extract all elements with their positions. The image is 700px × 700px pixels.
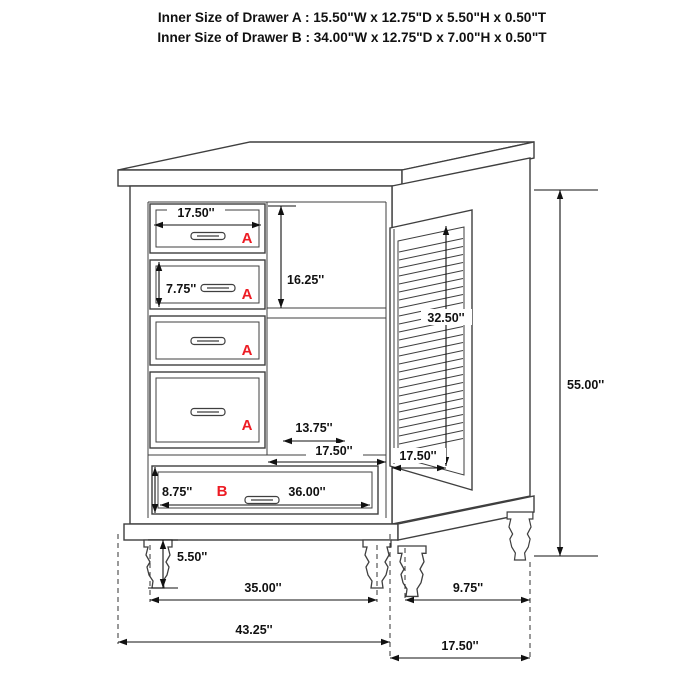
svg-text:5.50'': 5.50'' bbox=[177, 550, 207, 564]
drawer-handle-icon bbox=[190, 231, 226, 241]
dim-upper-section-height: 16.25'' bbox=[268, 205, 332, 308]
dim-foot-height: 5.50'' bbox=[148, 539, 207, 589]
svg-text:43.25'': 43.25'' bbox=[235, 623, 272, 637]
dim-door-width: 17.50'' bbox=[391, 448, 446, 472]
interior-shelf bbox=[267, 307, 386, 319]
extension-lines bbox=[117, 534, 531, 660]
drawer-b-inner-size-note: Inner Size of Drawer B : 34.00"W x 12.75… bbox=[157, 30, 547, 45]
dim-drawer-b-height: 8.75'' bbox=[151, 467, 192, 513]
svg-text:16.25'': 16.25'' bbox=[287, 273, 324, 287]
svg-text:55.00'': 55.00'' bbox=[567, 378, 604, 392]
dim-door-opening-height: 32.50'' bbox=[421, 226, 472, 466]
drawer-handle-icon bbox=[190, 336, 226, 346]
dim-overall-width: 43.25'' bbox=[118, 623, 390, 646]
svg-text:17.50'': 17.50'' bbox=[441, 639, 478, 653]
drawer-a1-label: A bbox=[242, 230, 253, 247]
svg-text:17.50'': 17.50'' bbox=[315, 444, 352, 458]
dim-drawer-a-width: 17.50'' bbox=[154, 206, 261, 229]
dim-drawer-b-width: 36.00'' bbox=[160, 484, 370, 509]
drawer-a2-label: A bbox=[242, 286, 253, 303]
dim-shelf-depth: 13.75'' bbox=[283, 421, 345, 445]
dim-opening-width: 17.50'' bbox=[268, 443, 386, 466]
svg-text:7.75'': 7.75'' bbox=[166, 282, 196, 296]
cabinet-top bbox=[117, 141, 535, 187]
drawer-a-inner-size-note: Inner Size of Drawer A : 15.50"W x 12.75… bbox=[158, 10, 547, 25]
dim-overall-height: 55.00'' bbox=[534, 189, 604, 557]
svg-text:9.75'': 9.75'' bbox=[453, 581, 483, 595]
base-molding bbox=[123, 495, 535, 541]
drawer-handle-icon bbox=[244, 495, 280, 505]
drawer-a4-label: A bbox=[242, 417, 253, 434]
svg-text:35.00'': 35.00'' bbox=[244, 581, 281, 595]
foot-side-front bbox=[397, 545, 427, 598]
drawer-a-3: A bbox=[149, 315, 266, 366]
drawer-a-2: A bbox=[149, 259, 266, 310]
foot-front-left bbox=[143, 539, 173, 589]
drawer-a-4: A bbox=[149, 371, 266, 449]
dim-side-feet-span: 9.75'' bbox=[405, 581, 530, 604]
svg-text:13.75'': 13.75'' bbox=[295, 421, 332, 435]
drawer-b-label: B bbox=[217, 483, 228, 500]
drawer-handle-icon bbox=[200, 283, 236, 293]
svg-text:17.50'': 17.50'' bbox=[399, 449, 436, 463]
dim-drawer-a2-height: 7.75'' bbox=[155, 262, 196, 307]
svg-text:36.00'': 36.00'' bbox=[288, 485, 325, 499]
foot-side-back bbox=[506, 511, 534, 561]
dim-overall-depth: 17.50'' bbox=[390, 639, 530, 662]
svg-text:32.50'': 32.50'' bbox=[427, 311, 464, 325]
svg-text:8.75'': 8.75'' bbox=[162, 485, 192, 499]
drawer-a3-label: A bbox=[242, 342, 253, 359]
svg-text:17.50'': 17.50'' bbox=[177, 206, 214, 220]
drawer-handle-icon bbox=[190, 407, 226, 417]
dim-front-feet-span: 35.00'' bbox=[150, 581, 377, 604]
